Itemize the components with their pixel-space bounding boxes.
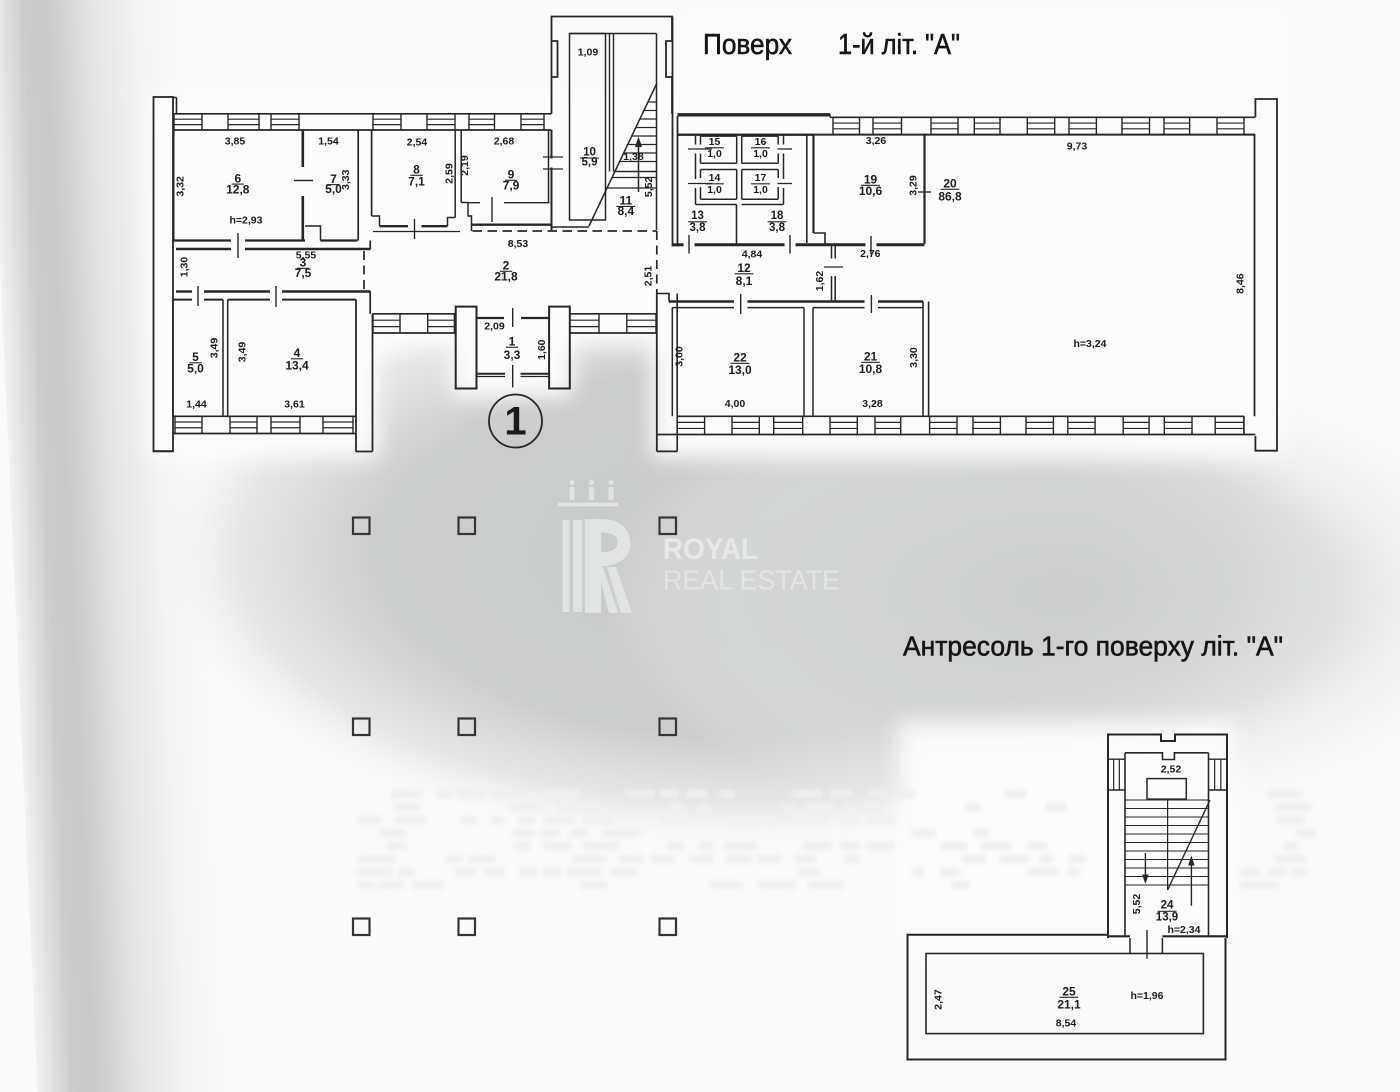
svg-text:19: 19 [864,173,878,187]
svg-text:1-й літ. "А": 1-й літ. "А" [838,29,960,61]
svg-text:10,8: 10,8 [859,362,883,376]
svg-text:12: 12 [737,261,751,275]
svg-text:13,9: 13,9 [1156,911,1178,923]
svg-text:8,53: 8,53 [508,238,529,250]
svg-text:2,54: 2,54 [407,137,428,149]
svg-text:2,51: 2,51 [643,266,655,287]
svg-text:1: 1 [504,400,526,444]
svg-text:8,46: 8,46 [1234,273,1246,294]
svg-text:21,1: 21,1 [1057,998,1081,1012]
svg-text:2: 2 [503,259,510,273]
svg-text:1,60: 1,60 [536,339,548,360]
svg-text:13,0: 13,0 [728,363,752,377]
svg-text:1,0: 1,0 [753,148,768,160]
svg-text:10,6: 10,6 [859,184,883,198]
svg-text:2,19: 2,19 [459,155,471,176]
svg-text:3,8: 3,8 [690,222,707,234]
svg-text:20: 20 [943,177,957,191]
svg-text:3,8: 3,8 [769,222,786,234]
svg-text:21,8: 21,8 [494,270,518,284]
svg-text:h=1,96: h=1,96 [1131,990,1164,1002]
svg-text:7,9: 7,9 [503,179,520,193]
svg-text:5,55: 5,55 [296,250,317,262]
svg-text:2,52: 2,52 [1161,764,1182,776]
svg-text:3,00: 3,00 [674,346,686,367]
svg-text:3,49: 3,49 [209,338,221,359]
svg-text:REAL ESTATE: REAL ESTATE [663,565,840,596]
svg-text:1,38: 1,38 [623,151,644,163]
svg-text:22: 22 [733,351,747,365]
svg-text:7,5: 7,5 [295,266,312,280]
svg-text:2,47: 2,47 [932,989,944,1010]
svg-text:4,84: 4,84 [742,249,763,261]
svg-text:8: 8 [413,163,420,177]
svg-text:1,0: 1,0 [707,184,722,196]
svg-text:3,28: 3,28 [862,398,883,410]
svg-text:1,54: 1,54 [318,136,339,148]
svg-text:86,8: 86,8 [938,190,962,204]
svg-text:2,59: 2,59 [444,163,456,184]
svg-text:3,49: 3,49 [237,342,249,363]
svg-text:25: 25 [1062,985,1076,999]
svg-text:4: 4 [294,346,301,360]
svg-text:5,9: 5,9 [582,156,598,168]
svg-text:3,85: 3,85 [225,136,246,148]
svg-text:3,33: 3,33 [340,169,352,190]
svg-text:Поверх: Поверх [703,29,792,61]
svg-text:3,61: 3,61 [284,399,305,411]
svg-text:3,32: 3,32 [174,176,186,197]
svg-text:h=2,34: h=2,34 [1168,924,1201,936]
svg-text:5,0: 5,0 [325,182,342,196]
svg-text:1: 1 [509,335,516,349]
svg-text:1,44: 1,44 [186,399,207,411]
svg-text:14: 14 [709,172,721,184]
svg-text:8,1: 8,1 [736,274,753,288]
svg-text:3,30: 3,30 [908,347,920,368]
svg-text:1,09: 1,09 [578,46,599,58]
svg-text:9,73: 9,73 [1067,141,1088,153]
svg-text:h=3,24: h=3,24 [1074,338,1107,350]
svg-text:2,09: 2,09 [484,321,505,333]
svg-text:8,54: 8,54 [1056,1018,1077,1030]
svg-text:10: 10 [583,146,596,158]
svg-text:12,8: 12,8 [226,182,250,196]
svg-text:8,4: 8,4 [617,204,634,218]
svg-text:3,3: 3,3 [504,348,521,362]
svg-text:3,29: 3,29 [908,175,920,196]
svg-text:1,0: 1,0 [753,184,768,196]
svg-text:7: 7 [330,172,337,186]
svg-text:21: 21 [864,350,878,364]
svg-text:Антресоль 1-го поверху літ. ": Антресоль 1-го поверху літ. "А" [903,631,1283,662]
svg-text:5,52: 5,52 [1131,894,1143,915]
svg-text:1,62: 1,62 [814,271,826,292]
svg-text:16: 16 [755,136,767,148]
svg-text:7,1: 7,1 [408,175,425,189]
svg-text:6: 6 [234,171,241,185]
svg-text:4,00: 4,00 [725,398,746,410]
svg-text:17: 17 [755,172,767,184]
svg-text:18: 18 [771,210,784,222]
svg-text:15: 15 [709,136,721,148]
svg-text:1,0: 1,0 [707,148,722,160]
svg-text:ROYAL: ROYAL [663,533,758,566]
svg-text:1,30: 1,30 [179,257,191,278]
svg-text:5,0: 5,0 [187,362,204,376]
svg-text:11: 11 [619,194,632,208]
svg-text:13,4: 13,4 [285,359,309,373]
svg-text:13: 13 [691,210,704,222]
svg-text:2,76: 2,76 [860,248,881,260]
svg-text:5: 5 [192,350,199,364]
svg-text:2,68: 2,68 [494,136,515,148]
svg-text:3,26: 3,26 [866,135,887,147]
svg-text:9: 9 [508,168,515,182]
svg-text:3: 3 [300,256,307,270]
svg-text:h=2,93: h=2,93 [230,215,263,227]
svg-text:5,52: 5,52 [643,177,655,198]
svg-text:24: 24 [1161,900,1174,912]
